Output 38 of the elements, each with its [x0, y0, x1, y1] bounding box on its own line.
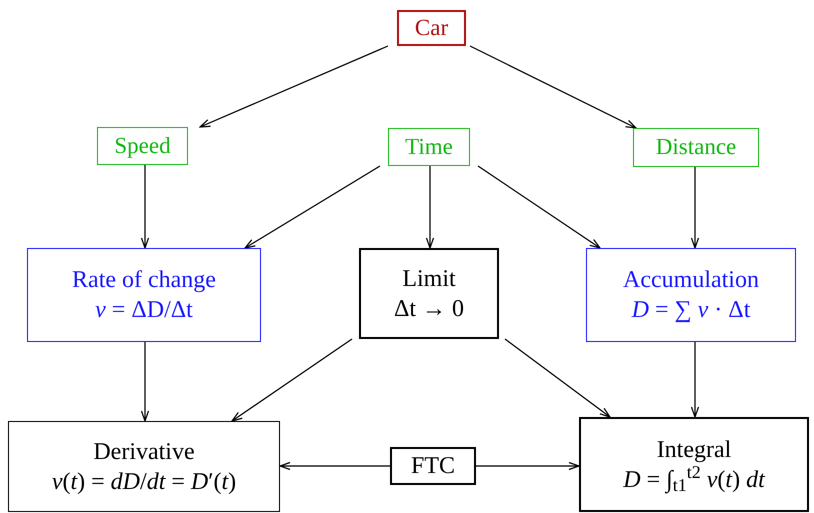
concept-box [359, 248, 499, 339]
concept-box [27, 248, 261, 342]
arrow [476, 462, 580, 470]
formula: D = ∑ v · Δt [632, 296, 750, 325]
node-box [633, 128, 759, 167]
concept-box [8, 421, 280, 512]
node-title: Limit [402, 264, 456, 294]
node-title: Derivative [93, 438, 195, 466]
node-title: Car [414, 14, 448, 42]
node-title: Time [405, 132, 453, 161]
node-box [397, 10, 466, 46]
node-title: FTC [410, 452, 455, 481]
node-title: Distance [656, 133, 736, 162]
node-title: Accumulation [623, 266, 759, 295]
formula: Δt → 0 [394, 294, 464, 324]
formula: v = ΔD/Δt [95, 296, 193, 325]
arrow [199, 45, 388, 128]
node-title: Integral [656, 436, 732, 464]
arrow [478, 166, 601, 249]
arrow [470, 45, 637, 129]
arrow [504, 338, 611, 418]
concept-box [579, 417, 809, 512]
node-box [97, 127, 188, 165]
arrow [426, 166, 434, 249]
arrow [140, 165, 150, 249]
formula: D = ∫$_{t1}$$^{t2}$ v(t) dt [623, 464, 765, 494]
node-title: Rate of change [72, 266, 216, 295]
node-box [388, 128, 470, 166]
formula: v(t) = dD/dt = D′(t) [52, 468, 236, 496]
arrow [231, 338, 352, 422]
arrow [690, 342, 700, 418]
node-title: Speed [114, 132, 171, 160]
arrow [244, 165, 380, 249]
concept-box [586, 248, 796, 342]
node-box [390, 447, 476, 485]
arrow [279, 462, 390, 470]
arrow [140, 342, 150, 422]
arrow [690, 167, 700, 249]
